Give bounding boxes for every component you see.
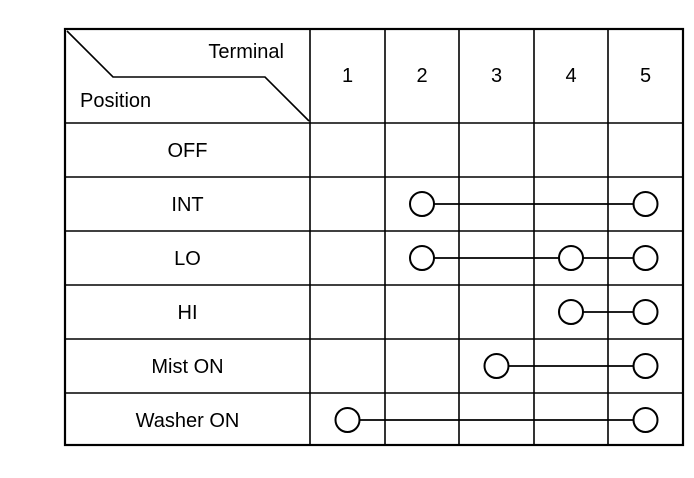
position-label-int: INT (171, 194, 203, 216)
continuity-node-terminal-5 (632, 299, 659, 325)
continuity-node-terminal-2 (409, 245, 435, 271)
continuity-node-terminal-5 (632, 407, 659, 433)
terminal-number-3: 3 (491, 65, 502, 87)
continuity-node-terminal-5 (632, 245, 659, 271)
terminal-number-4: 4 (565, 65, 576, 87)
continuity-node-terminal-5 (632, 353, 659, 379)
position-row-int: INT (171, 191, 659, 217)
position-row-off: OFF (168, 140, 208, 162)
position-row-lo: LO (174, 245, 659, 271)
table-header: Terminal Position (80, 41, 284, 112)
terminal-header-label: Terminal (208, 41, 284, 63)
terminal-number-row: 1 2 3 4 5 (342, 65, 651, 87)
continuity-node-terminal-2 (409, 191, 435, 217)
position-label-lo: LO (174, 248, 201, 270)
header-diagonal-divider (66, 30, 310, 122)
position-label-hi: HI (178, 302, 198, 324)
position-rows: OFF INT LO HI Mist ON Washer ON (136, 140, 659, 433)
position-row-washer-on: Washer ON (136, 407, 659, 433)
continuity-node-terminal-3 (483, 353, 510, 379)
terminal-number-1: 1 (342, 65, 353, 87)
terminal-number-2: 2 (416, 65, 427, 87)
position-label-mist-on: Mist ON (151, 356, 223, 378)
position-label-washer-on: Washer ON (136, 410, 240, 432)
position-row-mist-on: Mist ON (151, 353, 659, 379)
position-row-hi: HI (178, 299, 659, 325)
terminal-number-5: 5 (640, 65, 651, 87)
continuity-node-terminal-1 (334, 407, 361, 433)
table-frame (63, 27, 685, 447)
continuity-node-terminal-5 (632, 191, 659, 217)
table-grid (63, 27, 685, 447)
continuity-node-terminal-4 (558, 299, 584, 325)
position-header-label: Position (80, 90, 151, 112)
continuity-node-terminal-4 (558, 245, 584, 271)
position-label-off: OFF (168, 140, 208, 162)
